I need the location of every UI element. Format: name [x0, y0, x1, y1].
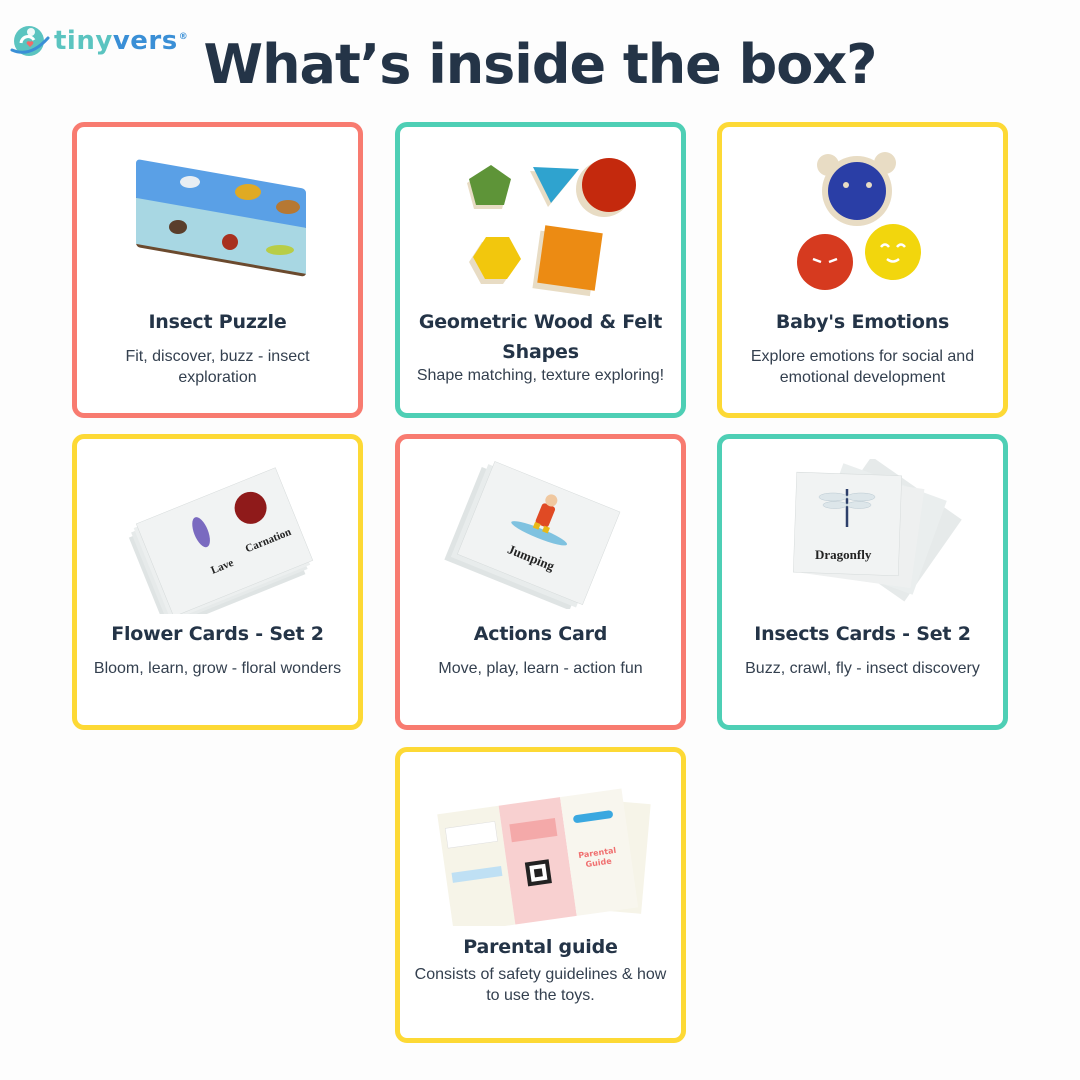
brand-wordmark: tinyvers® [54, 26, 189, 56]
card-description: Shape matching, texture exploring! [416, 367, 665, 384]
card-description: Fit, discover, buzz - insect exploration [125, 348, 310, 386]
card-title: Insect Puzzle [148, 311, 287, 333]
card-title: Insects Cards - Set 2 [754, 623, 971, 645]
card-flower-cards: Lave Carnation Flower Cards - Set 2 Bloo… [72, 434, 363, 730]
card-description: Bloom, learn, grow - floral wonders [93, 660, 342, 677]
parental-guide-image: Parental Guide [400, 776, 681, 926]
page-title: What’s inside the box? [203, 33, 878, 96]
card-title: Parental guide [463, 936, 618, 958]
card-actions-card: Jumping Actions Card Move, play, learn -… [395, 434, 686, 730]
card-insect-puzzle: Insect Puzzle Fit, discover, buzz - inse… [72, 122, 363, 418]
action-cards-image: Jumping [400, 451, 681, 616]
brand-logo: tinyvers® [10, 24, 188, 58]
svg-text:Dragonfly: Dragonfly [815, 547, 872, 562]
card-title: Baby's Emotions [775, 311, 950, 333]
card-title: Geometric Wood & Felt Shapes [418, 311, 663, 363]
logo-globe-icon [10, 24, 50, 58]
card-description: Buzz, crawl, fly - insect discovery [745, 660, 980, 677]
card-babys-emotions: Baby's Emotions Explore emotions for soc… [717, 122, 1008, 418]
svg-text:Guide: Guide [585, 856, 613, 869]
flower-cards-image: Lave Carnation [77, 451, 358, 616]
card-title: Actions Card [473, 623, 608, 645]
card-description: Consists of safety guidelines & how to u… [414, 966, 667, 1004]
card-geometric-shapes: Geometric Wood & Felt Shapes Shape match… [395, 122, 686, 418]
card-title: Flower Cards - Set 2 [111, 623, 324, 645]
emotion-faces-image [722, 139, 1003, 304]
card-description: Move, play, learn - action fun [438, 660, 643, 677]
insect-puzzle-image [77, 139, 358, 304]
geometric-shapes-image [400, 139, 681, 304]
insect-cards-image: Dragonfly [722, 451, 1003, 616]
card-insects-cards: Dragonfly Insects Cards - Set 2 Buzz, cr… [717, 434, 1008, 730]
card-description: Explore emotions for social and emotiona… [750, 348, 975, 386]
card-parental-guide: Parental Guide Parental guide Consists o… [395, 747, 686, 1043]
